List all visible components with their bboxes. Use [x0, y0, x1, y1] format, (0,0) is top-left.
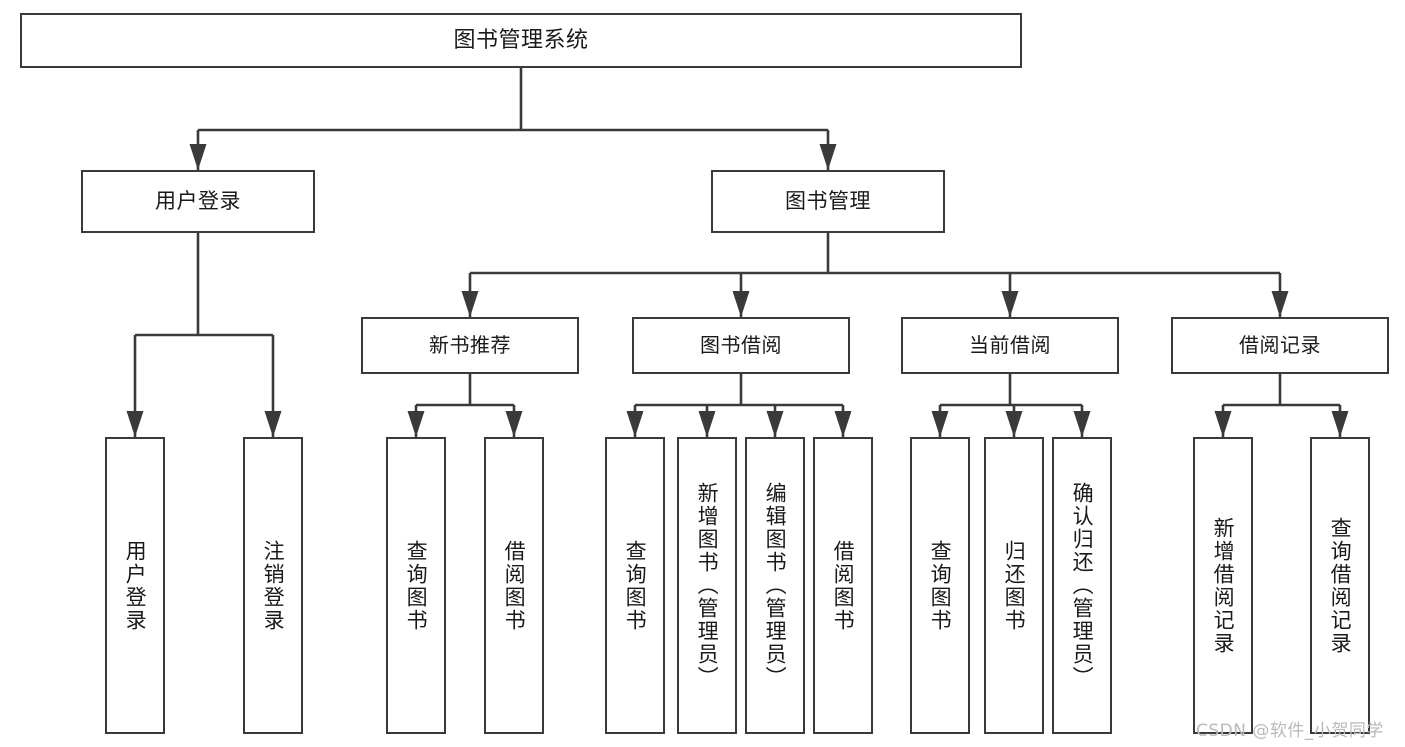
node-l3-edit-book[interactable]: 编辑图书（管理员）: [745, 437, 805, 734]
connector-arrowhead-icon: [732, 291, 750, 317]
node-l1-user-login[interactable]: 用户登录: [81, 170, 315, 233]
node-label: 当前借阅: [969, 333, 1051, 357]
node-l3-query-book-b[interactable]: 查询图书: [605, 437, 665, 734]
node-l3-add-record[interactable]: 新增借阅记录: [1193, 437, 1253, 734]
node-l2-book-borrow[interactable]: 图书借阅: [632, 317, 850, 374]
node-l2-current-borrow[interactable]: 当前借阅: [901, 317, 1119, 374]
node-l3-query-record[interactable]: 查询借阅记录: [1310, 437, 1370, 734]
node-label: 用户登录: [123, 539, 148, 632]
node-label: 新增借阅记录: [1211, 516, 1236, 655]
node-l2-borrow-record[interactable]: 借阅记录: [1171, 317, 1389, 374]
connector-arrowhead-icon: [126, 411, 144, 437]
node-label: 图书管理系统: [453, 27, 589, 53]
node-l1-book-mgmt[interactable]: 图书管理: [711, 170, 945, 233]
node-label: 查询图书: [928, 539, 953, 632]
node-l3-logout[interactable]: 注销登录: [243, 437, 303, 734]
connector-arrowhead-icon: [264, 411, 282, 437]
connector-arrowhead-icon: [505, 411, 523, 437]
node-l3-query-book-c[interactable]: 查询图书: [910, 437, 970, 734]
node-l2-new-book-rec[interactable]: 新书推荐: [361, 317, 579, 374]
node-label: 查询图书: [623, 539, 648, 632]
connector-arrowhead-icon: [1001, 291, 1019, 317]
connector-arrowhead-icon: [1073, 411, 1091, 437]
node-label: 新书推荐: [429, 333, 511, 357]
connector-arrowhead-icon: [1271, 291, 1289, 317]
node-l3-user-login[interactable]: 用户登录: [105, 437, 165, 734]
node-label: 借阅图书: [502, 539, 527, 632]
node-label: 借阅记录: [1239, 333, 1321, 357]
node-label: 图书借阅: [700, 333, 782, 357]
connector-arrowhead-icon: [189, 144, 207, 170]
node-label: 归还图书: [1002, 539, 1027, 632]
connector-arrowhead-icon: [698, 411, 716, 437]
node-l3-return-book[interactable]: 归还图书: [984, 437, 1044, 734]
connector-arrowhead-icon: [766, 411, 784, 437]
node-root[interactable]: 图书管理系统: [20, 13, 1022, 68]
connector-arrowhead-icon: [931, 411, 949, 437]
connector-arrowhead-icon: [461, 291, 479, 317]
connector-arrowhead-icon: [626, 411, 644, 437]
node-l3-query-book-a[interactable]: 查询图书: [386, 437, 446, 734]
connector-arrowhead-icon: [1005, 411, 1023, 437]
connector-arrowhead-icon: [819, 144, 837, 170]
node-label: 查询借阅记录: [1328, 516, 1353, 655]
node-l3-add-book[interactable]: 新增图书（管理员）: [677, 437, 737, 734]
connector-arrowhead-icon: [1214, 411, 1232, 437]
node-l3-borrow-book-a[interactable]: 借阅图书: [484, 437, 544, 734]
node-label: 查询图书: [404, 539, 429, 632]
connector-arrowhead-icon: [834, 411, 852, 437]
connector-arrowhead-icon: [407, 411, 425, 437]
node-label: 图书管理: [785, 189, 871, 214]
node-label: 确认归还（管理员）: [1070, 482, 1095, 689]
node-label: 借阅图书: [831, 539, 856, 632]
node-label: 新增图书（管理员）: [695, 482, 720, 689]
node-label: 编辑图书（管理员）: [763, 482, 788, 689]
connector-arrowhead-icon: [1331, 411, 1349, 437]
node-label: 注销登录: [261, 539, 286, 632]
node-label: 用户登录: [155, 189, 241, 214]
node-l3-confirm-return[interactable]: 确认归还（管理员）: [1052, 437, 1112, 734]
watermark-text: CSDN @软件_小贺同学: [1196, 721, 1384, 741]
node-l3-borrow-book-b[interactable]: 借阅图书: [813, 437, 873, 734]
